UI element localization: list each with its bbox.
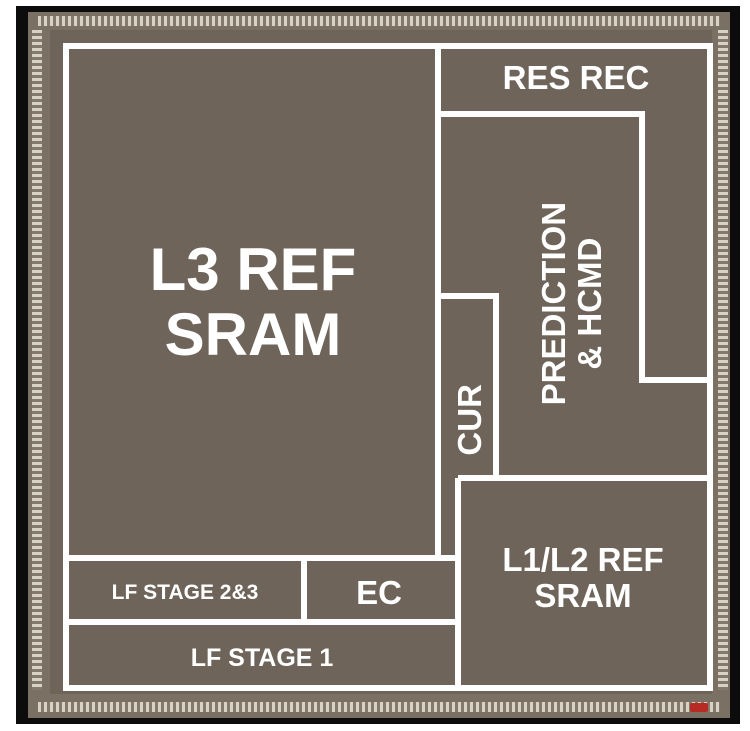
cur-label: CUR xyxy=(452,384,488,456)
prediction-hcmd-block: PREDICTION & HCMD xyxy=(502,176,642,432)
l3-ref-sram-label: L3 REF SRAM xyxy=(72,238,434,368)
prediction-hcmd-label: PREDICTION & HCMD xyxy=(536,202,607,406)
ec-label: EC xyxy=(304,575,454,611)
lf-stage-1-label: LF STAGE 1 xyxy=(68,645,456,672)
l1-l2-ref-sram-label: L1/L2 REF SRAM xyxy=(462,542,704,613)
res-rec-label: RES REC xyxy=(444,60,708,96)
lf-stage-2-3-label: LF STAGE 2&3 xyxy=(68,582,302,605)
corner-mark xyxy=(690,703,708,712)
cur-block: CUR xyxy=(440,370,500,470)
